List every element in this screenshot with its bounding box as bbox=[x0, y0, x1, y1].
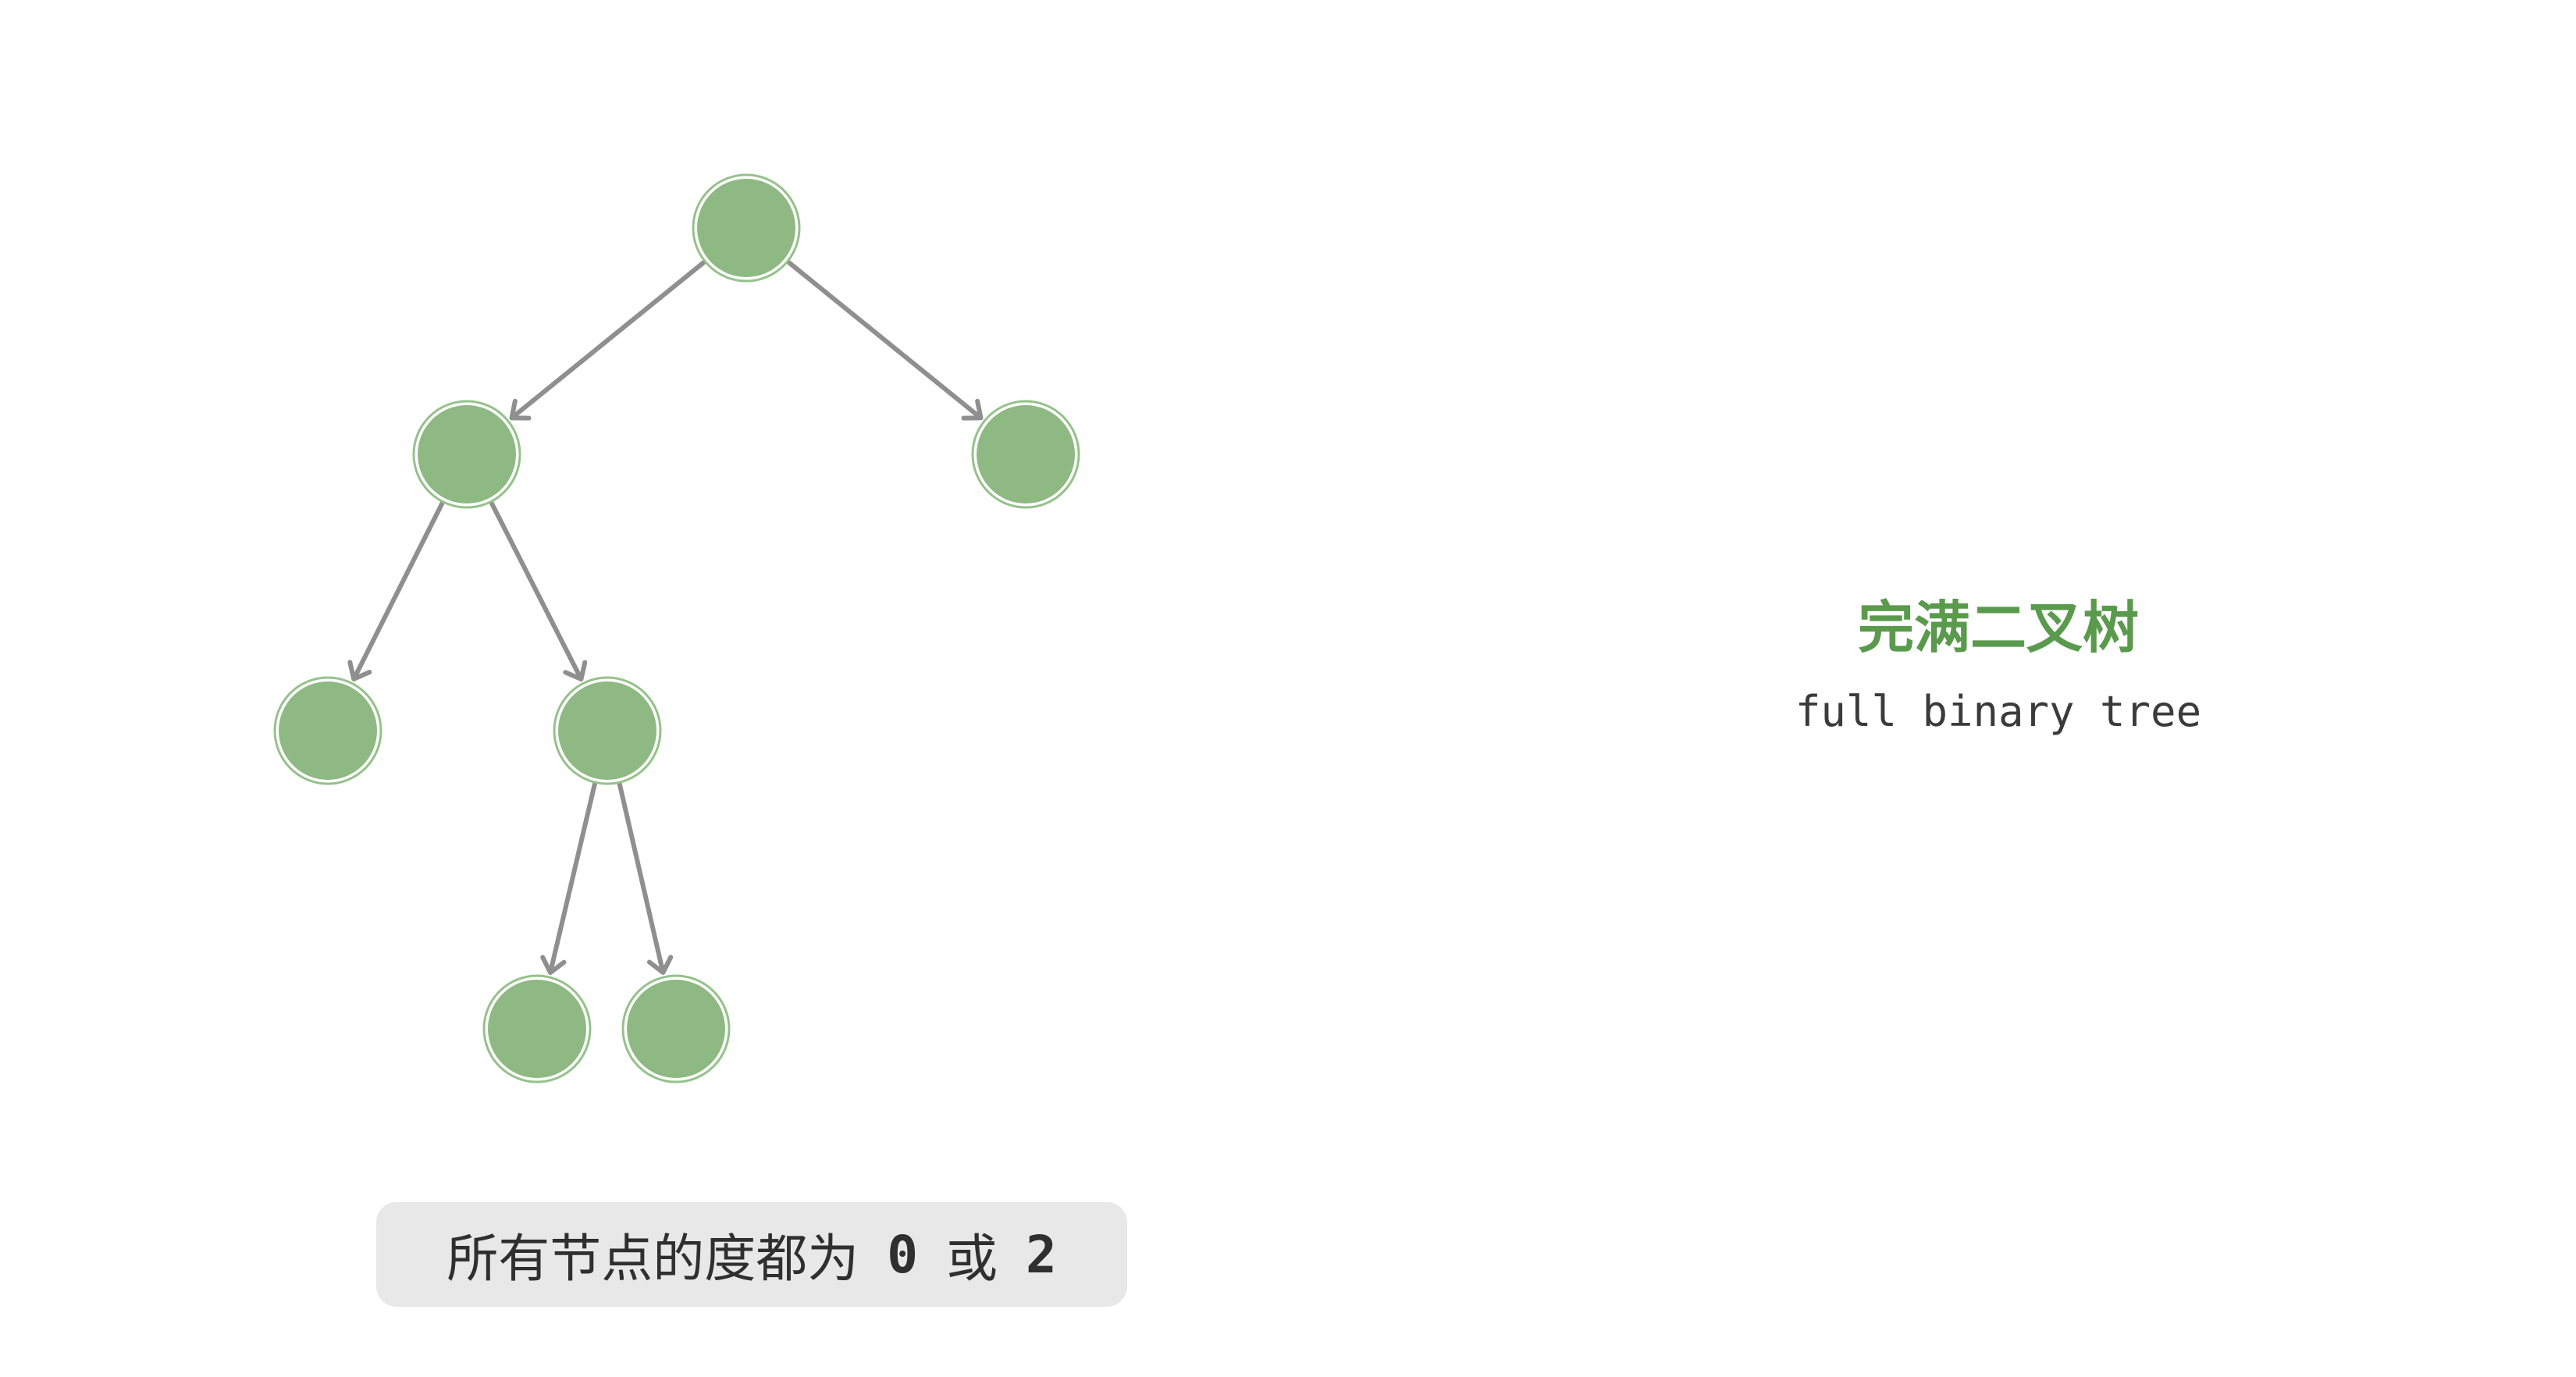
degree-caption: 所有节点的度都为 0 或 2 bbox=[376, 1202, 1127, 1307]
caption-value-a: 0 bbox=[887, 1224, 918, 1285]
title-chinese: 完满二叉树 bbox=[1857, 595, 2139, 660]
caption-connector: 或 bbox=[946, 1229, 998, 1289]
node-fill bbox=[697, 179, 795, 277]
edge-n1-n2 bbox=[510, 259, 707, 420]
edge-n2-n5 bbox=[489, 500, 584, 681]
tree-node-n1 bbox=[692, 173, 801, 283]
node-fill bbox=[488, 980, 586, 1078]
node-fill bbox=[558, 681, 656, 780]
tree-node-n3 bbox=[971, 400, 1080, 509]
node-fill bbox=[977, 405, 1075, 503]
title-english: full binary tree bbox=[1795, 687, 2202, 736]
tree-node-n7 bbox=[621, 974, 731, 1083]
tree-node-n2 bbox=[412, 400, 521, 509]
tree-node-n6 bbox=[482, 974, 592, 1083]
caption-value-b: 2 bbox=[1026, 1224, 1057, 1285]
arrowhead-n2-n4 bbox=[347, 660, 372, 681]
nodes-layer bbox=[273, 173, 1080, 1083]
node-fill bbox=[418, 405, 516, 503]
arrowhead-n2-n5 bbox=[563, 660, 588, 682]
edge-n1-n3 bbox=[785, 259, 983, 420]
caption-text: 所有节点的度都为 bbox=[447, 1229, 859, 1289]
arrowhead-n1-n2 bbox=[509, 398, 532, 421]
node-fill bbox=[627, 980, 725, 1078]
edge-n2-n4 bbox=[351, 500, 446, 681]
node-fill bbox=[279, 681, 377, 780]
edge-n5-n7 bbox=[617, 781, 666, 973]
arrowhead-n1-n3 bbox=[961, 398, 984, 421]
arrowhead-n5-n6 bbox=[540, 955, 567, 975]
tree-node-n4 bbox=[273, 676, 382, 785]
tree-node-n5 bbox=[553, 676, 662, 785]
edges-layer bbox=[347, 259, 984, 975]
arrowhead-n5-n7 bbox=[646, 955, 674, 975]
edge-n5-n6 bbox=[548, 781, 598, 973]
